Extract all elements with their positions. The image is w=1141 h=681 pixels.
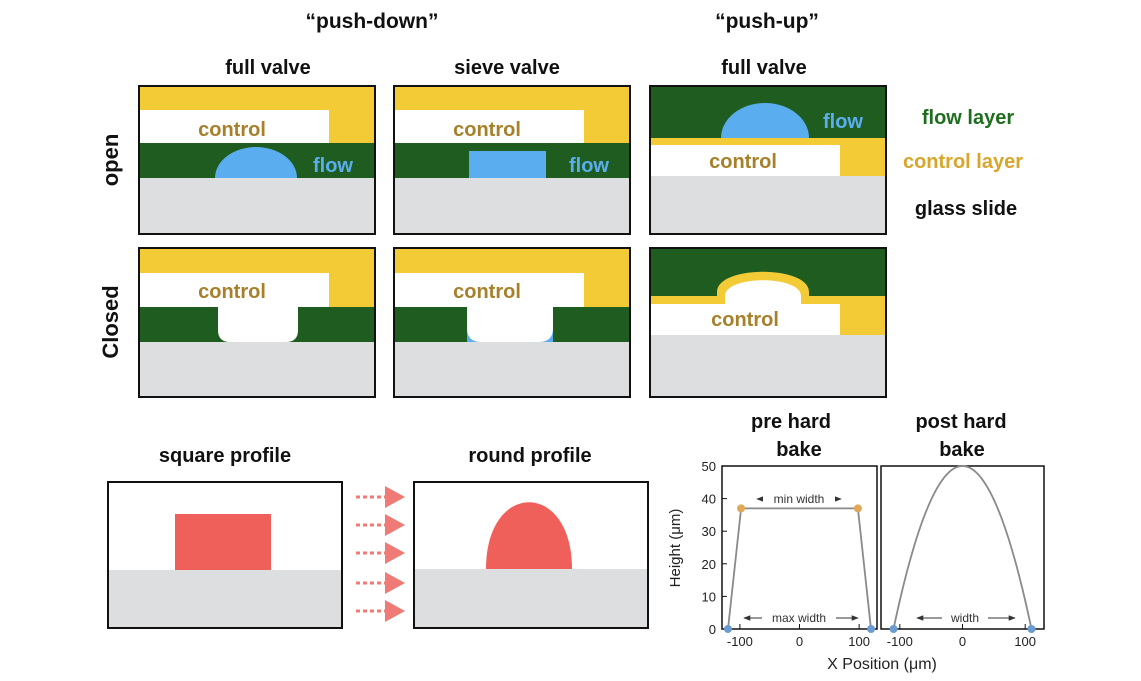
panel-pushdown-full-open: control flow — [138, 85, 376, 235]
data-point — [1027, 625, 1036, 633]
data-point — [889, 625, 898, 633]
chart-title-pre-line1: pre hard — [751, 411, 831, 433]
profile-curve — [892, 465, 1033, 630]
x-tick-label: -100 — [727, 634, 753, 649]
markers — [889, 625, 1036, 633]
data-point — [867, 625, 876, 633]
arrow-icon — [356, 572, 405, 594]
panel-pushdown-sieve-closed: control — [393, 247, 631, 398]
legend-control-layer: control layer — [903, 151, 1023, 173]
row-label-open: open — [98, 134, 123, 187]
x-tick-label: 100 — [1014, 634, 1036, 649]
x-tick-label: 100 — [848, 634, 870, 649]
control-label: control — [709, 151, 777, 173]
arrow-icon — [356, 542, 405, 564]
flow-label: flow — [823, 111, 863, 133]
chart-title-pre-line2: bake — [776, 439, 822, 461]
y-tick-label: 30 — [702, 524, 716, 539]
chart-title-post-line2: bake — [939, 439, 985, 461]
reflow-arrows — [356, 486, 405, 622]
y-tick-label: 0 — [709, 622, 716, 637]
control-label: control — [198, 119, 266, 141]
x-tick-label: 0 — [959, 634, 966, 649]
push-down-header: “push-down” — [306, 10, 439, 33]
min-width-label: min width — [774, 492, 825, 506]
col-header-sieve-valve: sieve valve — [454, 57, 560, 79]
data-point — [853, 504, 862, 513]
max-width-label: max width — [772, 611, 826, 625]
y-ticks: 0 10 20 30 40 50 — [702, 459, 727, 637]
legend-flow-layer: flow layer — [922, 107, 1014, 129]
y-axis-label: Height (μm) — [667, 509, 684, 588]
data-point — [737, 504, 746, 513]
y-tick-label: 10 — [702, 589, 716, 604]
panel-pushdown-full-closed: control — [138, 247, 376, 398]
arrow-icon — [356, 514, 405, 536]
x-tick-label: -100 — [887, 634, 913, 649]
push-up-header: “push-up” — [715, 10, 819, 33]
y-tick-label: 50 — [702, 459, 716, 474]
panel-pushup-full-closed: control — [649, 247, 887, 398]
data-point — [723, 625, 732, 633]
control-label: control — [711, 309, 779, 331]
round-profile-label: round profile — [468, 445, 591, 467]
arrow-icon — [356, 600, 405, 622]
profile-line — [727, 507, 872, 630]
y-tick-label: 40 — [702, 492, 716, 507]
x-tick-label: 0 — [796, 634, 803, 649]
x-axis-label: X Position (μm) — [827, 656, 937, 673]
square-profile-label: square profile — [159, 445, 291, 467]
x-ticks-pre: -100 0 100 — [727, 624, 870, 649]
row-label-closed: Closed — [98, 285, 123, 358]
col-header-full-valve-2: full valve — [721, 57, 807, 79]
control-label: control — [198, 281, 266, 303]
control-label: control — [453, 119, 521, 141]
flow-label: flow — [569, 155, 609, 177]
chart-title-post-line1: post hard — [915, 411, 1006, 433]
panel-round-profile — [413, 481, 649, 629]
x-ticks-post: -100 0 100 — [887, 624, 1036, 649]
panel-square-profile — [107, 481, 343, 629]
control-label: control — [453, 281, 521, 303]
flow-label: flow — [313, 155, 353, 177]
panel-pushdown-sieve-open: control flow — [393, 85, 631, 235]
width-label: width — [950, 611, 979, 625]
chart-pre-hard-bake: 0 10 20 30 40 50 -100 0 100 min width max width — [702, 459, 878, 649]
col-header-full-valve-1: full valve — [225, 57, 311, 79]
legend-glass-slide: glass slide — [915, 198, 1017, 220]
arrow-icon — [356, 486, 405, 508]
panel-pushup-full-open: flow control — [649, 85, 887, 235]
chart-post-hard-bake: -100 0 100 width — [880, 465, 1045, 649]
y-tick-label: 20 — [702, 557, 716, 572]
markers — [723, 504, 876, 633]
